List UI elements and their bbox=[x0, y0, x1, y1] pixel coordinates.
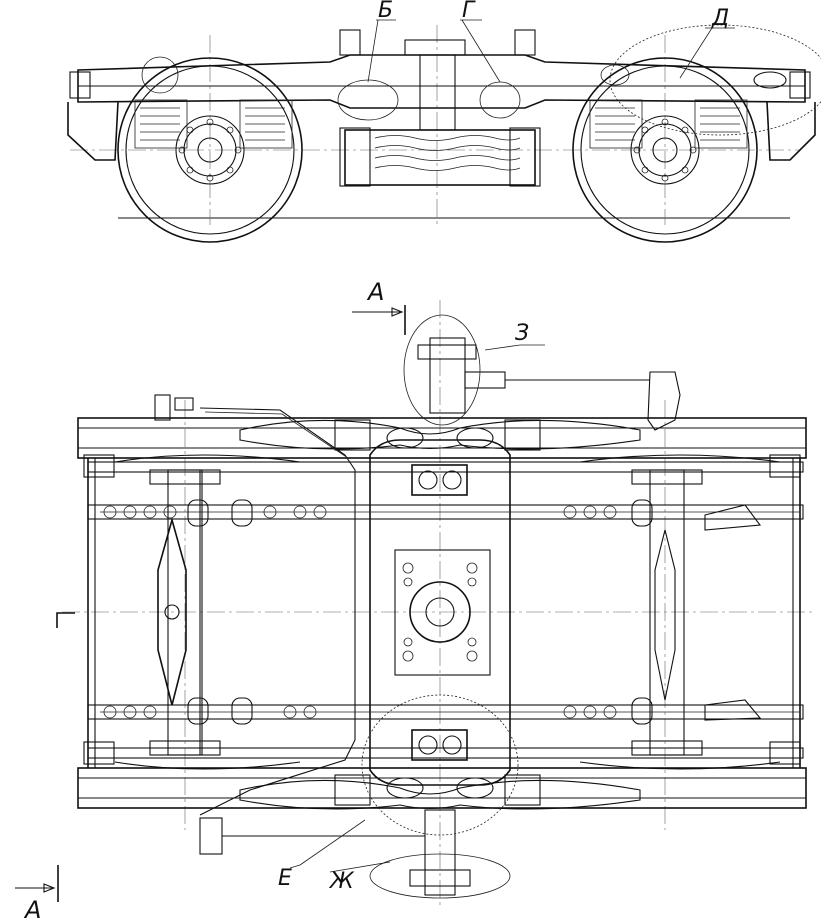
wheelset-right bbox=[631, 469, 703, 756]
section-mark-g bbox=[56, 612, 75, 628]
side-frame bbox=[67, 54, 816, 161]
section-marker-top: A bbox=[352, 278, 406, 335]
side-frame-bolster-pads bbox=[239, 419, 641, 810]
section-letter-bottom: A bbox=[23, 896, 41, 923]
brake-cylinder-top bbox=[403, 314, 681, 431]
side-frame-top bbox=[77, 417, 807, 459]
callout-e: Е bbox=[278, 866, 292, 891]
callout-g: Г bbox=[462, 0, 476, 23]
section-marker-bottom: A bbox=[15, 865, 59, 923]
callout-d: Д bbox=[711, 6, 729, 31]
bolster-plan bbox=[369, 439, 511, 786]
wheelset-left bbox=[149, 469, 221, 756]
callout-b: Б bbox=[378, 0, 393, 23]
side-frame-bottom bbox=[77, 767, 807, 809]
end-fittings bbox=[83, 394, 801, 765]
axle-springs bbox=[134, 99, 748, 149]
brake-rigging bbox=[87, 461, 804, 759]
brake-cylinder-bottom bbox=[199, 694, 519, 899]
plan-view: A A З Е Ж bbox=[15, 278, 815, 923]
section-letter-top: A bbox=[366, 278, 384, 306]
brake-pipe bbox=[199, 407, 356, 816]
bolster bbox=[339, 29, 541, 187]
callout-zh: Ж bbox=[328, 869, 355, 894]
callout-z: З bbox=[515, 321, 529, 346]
side-view: Б Г Д bbox=[67, 0, 821, 243]
